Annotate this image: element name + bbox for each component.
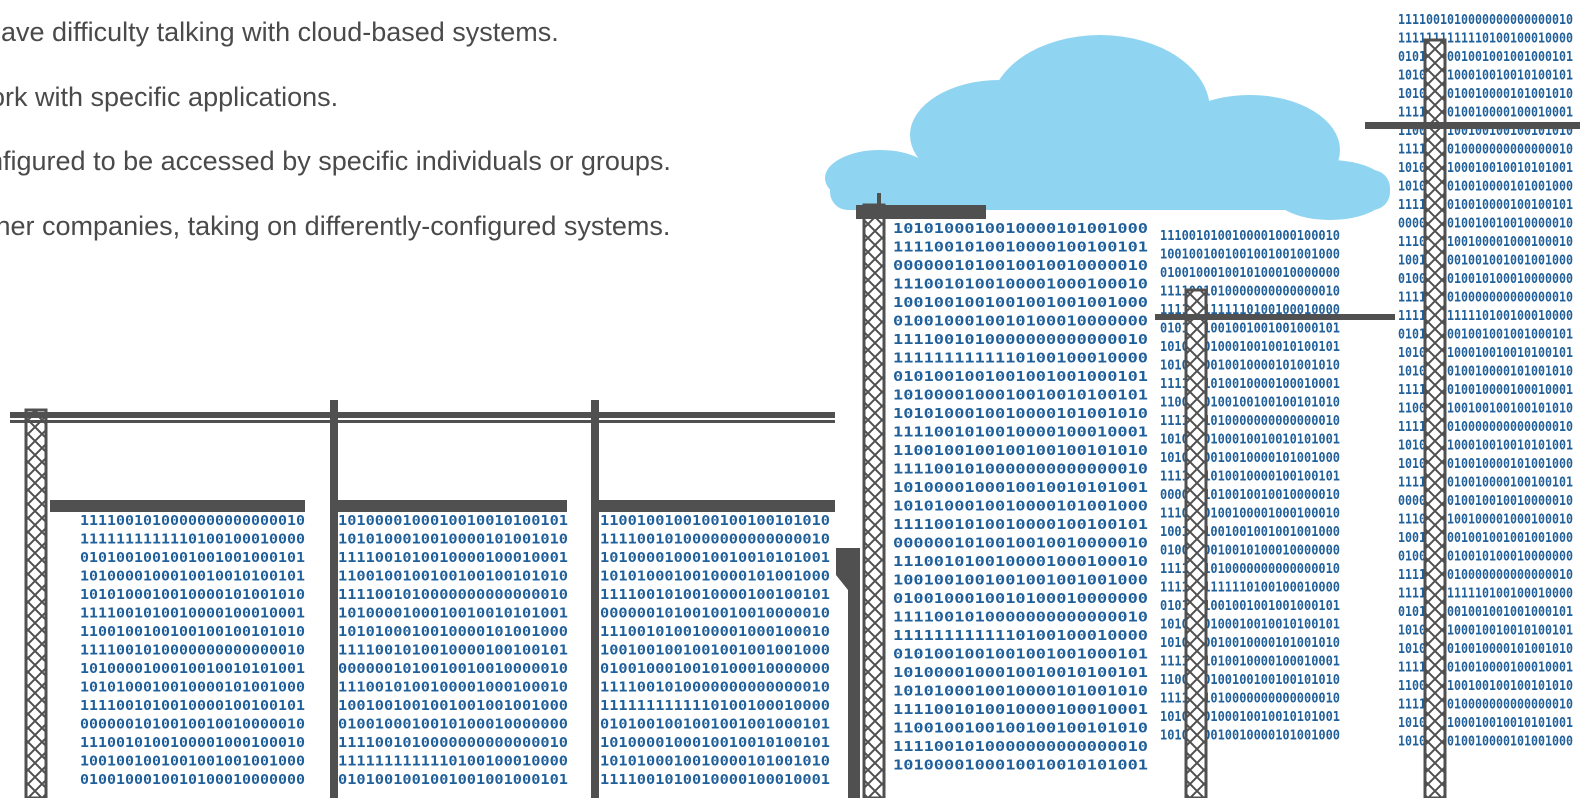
binary-digits: 0101001001001001001000101 xyxy=(893,647,1148,663)
binary-digits: 0100100010010100010000000 xyxy=(338,717,568,733)
binary-digits: 1111001010010000100100101 xyxy=(893,517,1148,533)
binary-digits: 1110010100100001000100010 xyxy=(893,554,1148,570)
binary-digits: 1111001010010000100100101 xyxy=(338,643,568,659)
binary-digits: 1111001010010000100010001 xyxy=(338,550,568,566)
intro-line-3: nfigured to be accessed by specific indi… xyxy=(0,146,671,176)
binary-digits: 1110010100100001000100010 xyxy=(1160,228,1340,244)
binary-digits: 1010100010010000101001000 xyxy=(80,680,305,696)
binary-digits: 0000001010010010010000010 xyxy=(80,717,305,733)
intro-line-1: have difficulty talking with cloud-based… xyxy=(0,17,559,47)
binary-digits: 0100100010010100010000000 xyxy=(893,314,1148,330)
binary-digits: 1111001010010000100100101 xyxy=(893,240,1148,256)
binary-digits: 0101001001001001001000101 xyxy=(338,772,568,788)
crane-icon xyxy=(1155,38,1580,798)
binary-digits: 1110010100100001000100010 xyxy=(338,680,568,696)
binary-digits: 1010100010010000101001000 xyxy=(600,569,830,585)
binary-digits: 1111001010000000000000010 xyxy=(1398,12,1573,28)
crane-icon xyxy=(856,193,986,798)
binary-digits: 1010100010010000101001010 xyxy=(80,587,305,603)
binary-digits: 0000001010010010010000010 xyxy=(893,536,1148,552)
binary-digits: 0101001001001001001000101 xyxy=(893,369,1148,385)
binary-digits: 1111001010010000100010001 xyxy=(893,702,1148,718)
binary-digits: 1111111111110100100010000 xyxy=(80,532,305,548)
binary-digits: 1111001010010000100010001 xyxy=(80,606,305,622)
binary-digits: 1111001010000000000000010 xyxy=(893,462,1148,478)
binary-digits: 1111111111110100100010000 xyxy=(338,754,568,770)
binary-digits: 0000001010010010010000010 xyxy=(893,258,1148,274)
binary-digits: 1111001010010000100100101 xyxy=(600,587,830,603)
binary-digits: 1001001001001001001001000 xyxy=(1160,247,1340,263)
binary-digits: 1010100010010000101001010 xyxy=(600,754,830,770)
binary-digits: 1010100010010000101001010 xyxy=(893,406,1148,422)
binary-digits: 1100100100100100100101010 xyxy=(338,569,568,585)
binary-digits: 1010000100010010010100101 xyxy=(893,388,1148,404)
binary-digits: 1111001010000000000000010 xyxy=(80,513,305,529)
binary-digits: 1001001001001001001001000 xyxy=(893,295,1148,311)
binary-digits: 1001001001001001001001000 xyxy=(338,698,568,714)
binary-digits: 1010000100010010010100101 xyxy=(80,569,305,585)
binary-digits: 1100100100100100100101010 xyxy=(80,624,305,640)
binary-digits: 1001001001001001001001000 xyxy=(600,643,830,659)
binary-digits: 1010000100010010010101001 xyxy=(893,758,1148,774)
binary-digits: 0000001010010010010000010 xyxy=(600,606,830,622)
binary-digits: 1111111111110100100010000 xyxy=(600,698,830,714)
binary-digits: 1110010100100001000100010 xyxy=(893,277,1148,293)
binary-digits: 1010000100010010010101001 xyxy=(600,550,830,566)
binary-digits: 0100100010010100010000000 xyxy=(80,772,305,788)
binary-digits: 1001001001001001001001000 xyxy=(893,573,1148,589)
binary-digits: 1010000100010010010101001 xyxy=(80,661,305,677)
binary-digits: 1010000100010010010100101 xyxy=(600,735,830,751)
binary-digits: 1111111111110100100010000 xyxy=(893,351,1148,367)
binary-digits: 1111001010000000000000010 xyxy=(600,680,830,696)
binary-digits: 1111001010000000000000010 xyxy=(80,643,305,659)
binary-digits: 1010000100010010010101001 xyxy=(338,606,568,622)
binary-digits: 1111001010000000000000010 xyxy=(893,332,1148,348)
binary-digits: 1111111111110100100010000 xyxy=(893,628,1148,644)
binary-digits: 1100100100100100100101010 xyxy=(600,513,830,529)
binary-digits: 1010100010010000101001010 xyxy=(338,532,568,548)
binary-digits: 1010100010010000101001010 xyxy=(893,684,1148,700)
binary-digits: 0100100010010100010000000 xyxy=(1160,265,1340,281)
binary-text-layer: 1111001010000000000000010 111111111111010… xyxy=(80,12,1573,788)
binary-digits: 1110010100100001000100010 xyxy=(80,735,305,751)
binary-digits: 1111001010000000000000010 xyxy=(338,587,568,603)
binary-digits: 1111001010010000100100101 xyxy=(80,698,305,714)
binary-digits: 1010100010010000101001000 xyxy=(893,499,1148,515)
binary-digits: 1111001010000000000000010 xyxy=(338,735,568,751)
binary-digits: 0100100010010100010000000 xyxy=(893,591,1148,607)
binary-digits: 1010000100010010010100101 xyxy=(338,513,568,529)
binary-digits: 1100100100100100100101010 xyxy=(893,721,1148,737)
binary-digits: 1010100010010000101001000 xyxy=(338,624,568,640)
crane-icon xyxy=(10,400,860,798)
binary-digits: 1001001001001001001001000 xyxy=(80,754,305,770)
binary-digits: 1010000100010010010101001 xyxy=(893,480,1148,496)
binary-digits: 1111001010000000000000010 xyxy=(893,610,1148,626)
binary-digits: 0101001001001001001000101 xyxy=(600,717,830,733)
cloud-icon xyxy=(825,35,1390,220)
intro-line-2: ork with specific applications. xyxy=(0,82,339,112)
binary-digits: 1111001010000000000000010 xyxy=(893,739,1148,755)
binary-digits: 1111001010000000000000010 xyxy=(600,532,830,548)
binary-digits: 1010100010010000101001000 xyxy=(893,221,1148,237)
binary-digits: 1010000100010010010100101 xyxy=(893,665,1148,681)
binary-digits: 1111001010010000100010001 xyxy=(600,772,830,788)
binary-digits: 1110010100100001000100010 xyxy=(600,624,830,640)
binary-digits: 1111001010010000100010001 xyxy=(893,425,1148,441)
intro-line-4: ther companies, taking on differently-co… xyxy=(0,211,671,241)
binary-digits: 0100100010010100010000000 xyxy=(600,661,830,677)
binary-building-icon xyxy=(80,460,830,798)
binary-digits: 1100100100100100100101010 xyxy=(893,443,1148,459)
binary-digits: 0000001010010010010000010 xyxy=(338,661,568,677)
binary-digits: 0101001001001001001000101 xyxy=(80,550,305,566)
